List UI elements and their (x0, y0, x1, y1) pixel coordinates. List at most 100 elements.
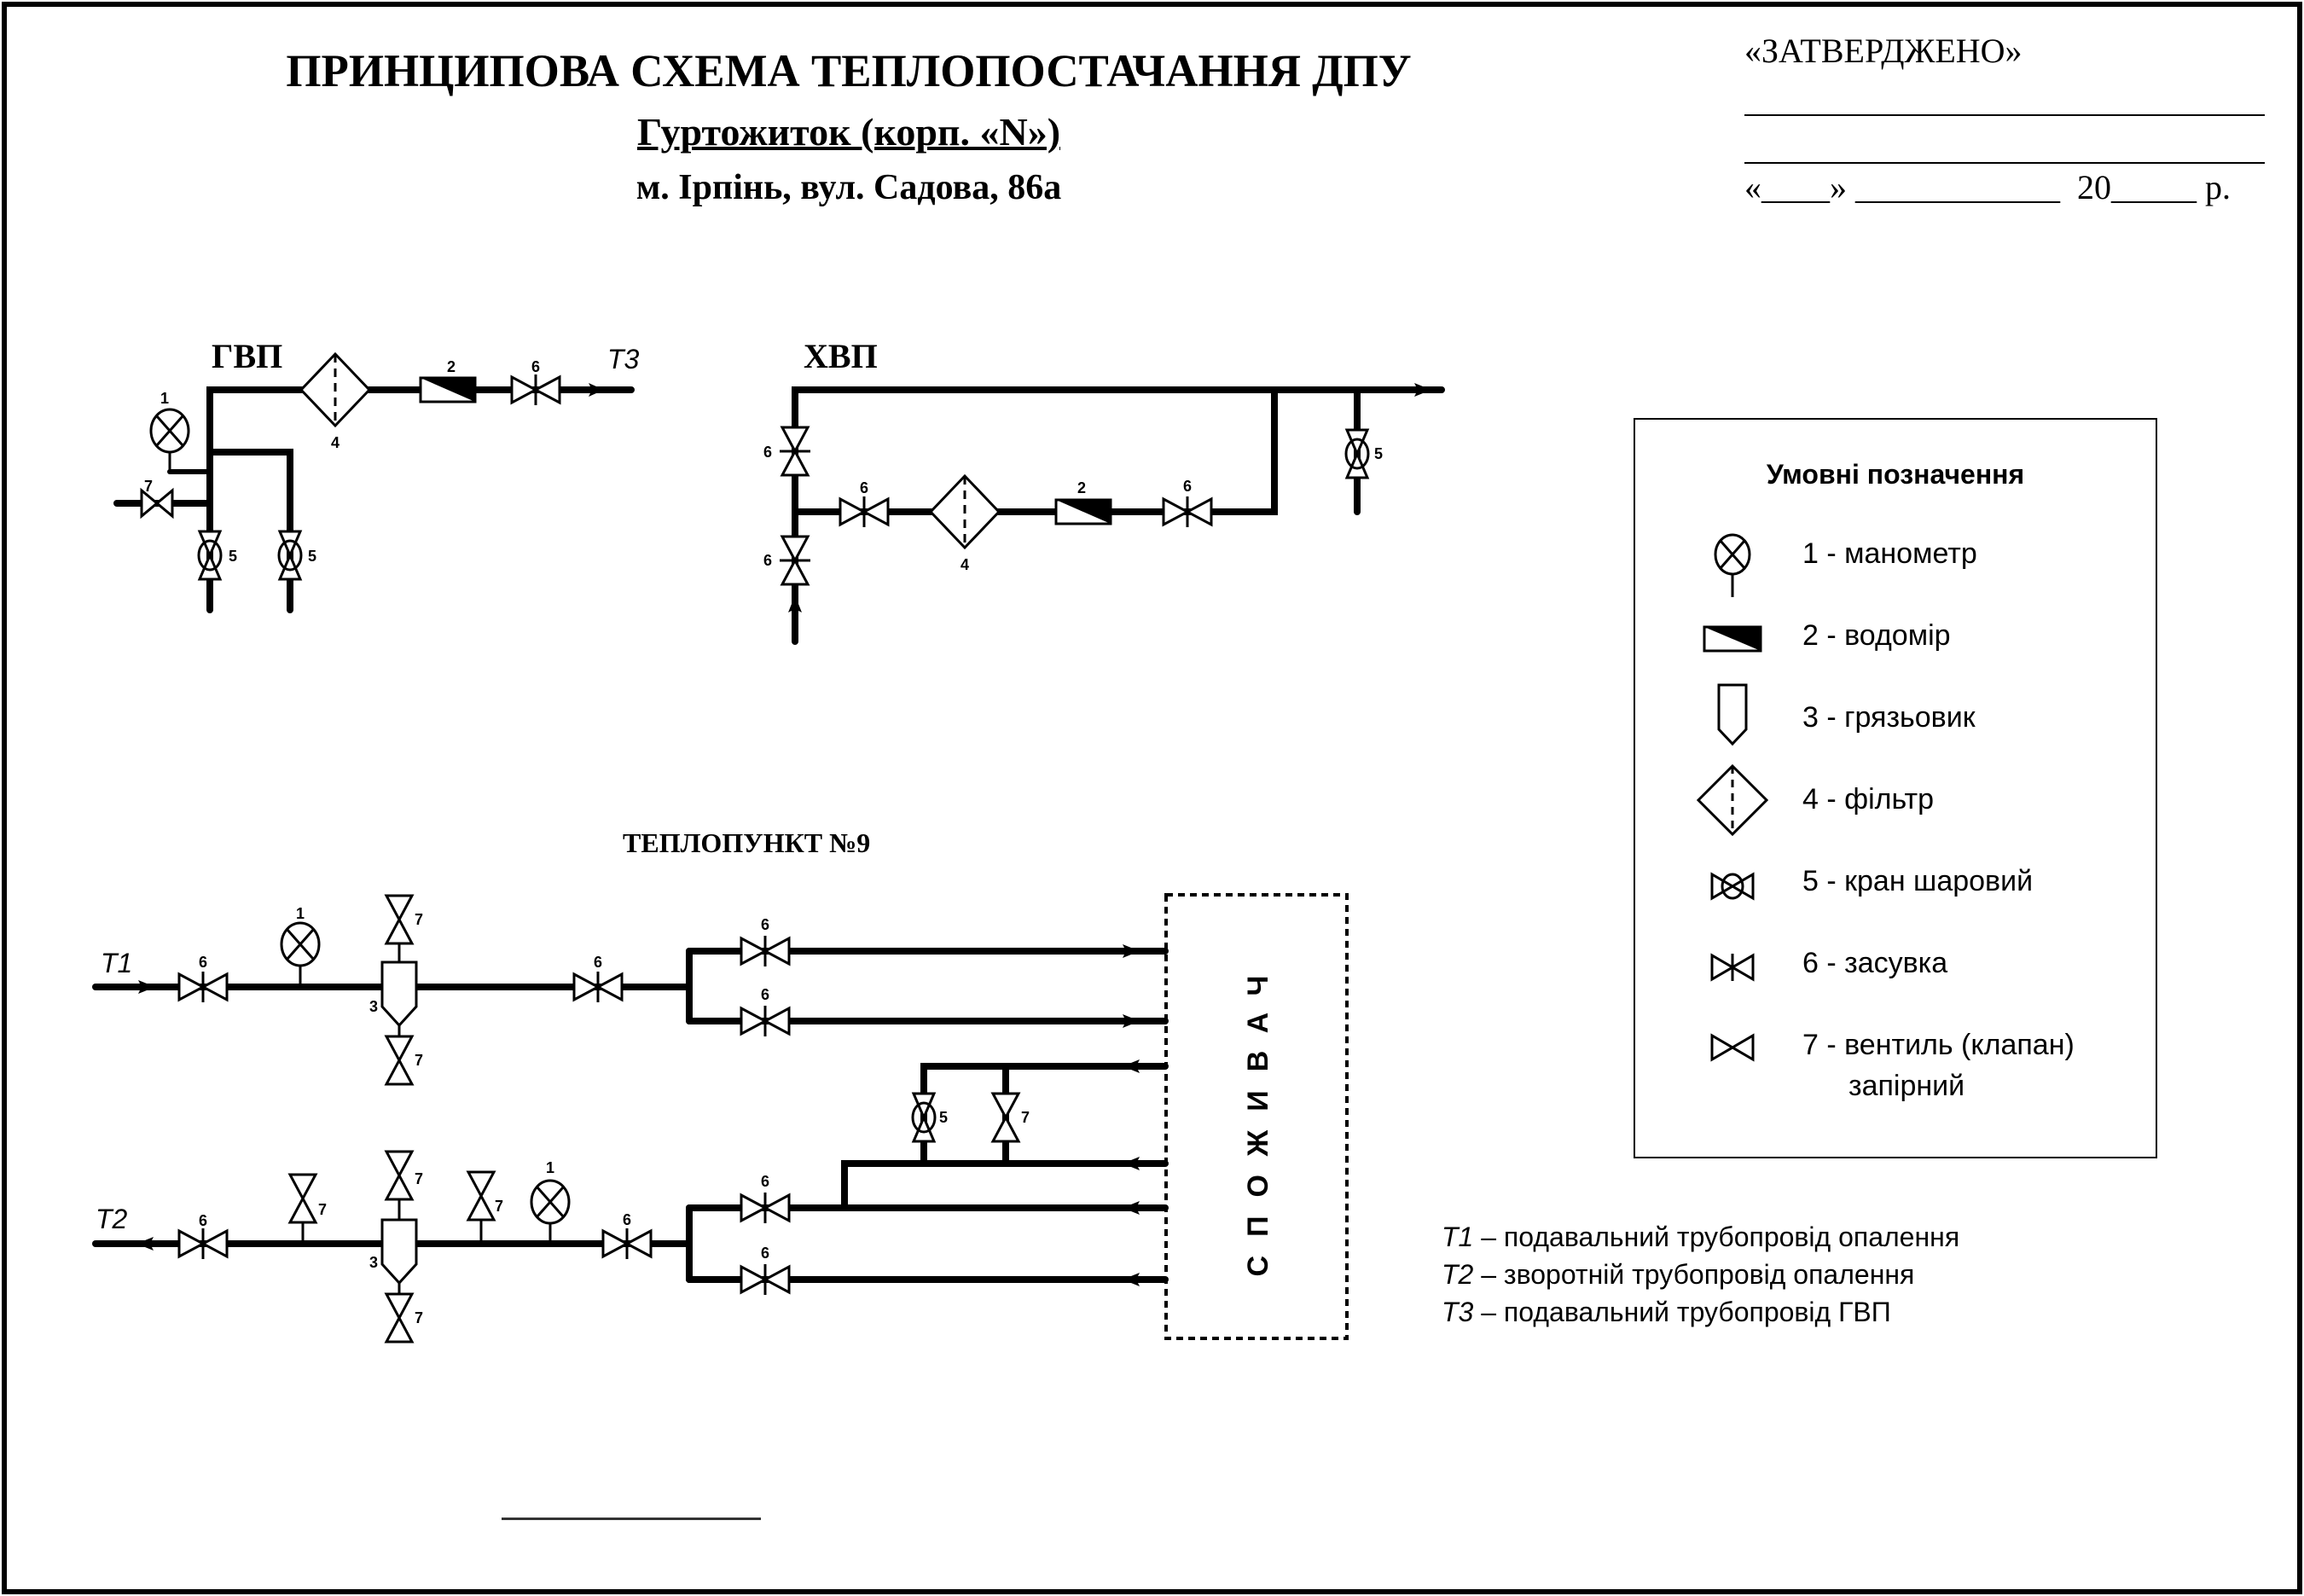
manometer-icon (1714, 533, 1751, 597)
shutoff-valve-icon (385, 1035, 414, 1086)
component-number: 5 (229, 548, 237, 565)
gate-valve-icon (177, 1227, 229, 1261)
approval-date-line: «____» ____________ 20_____ р. (1744, 168, 2231, 206)
note-code: T1 (1442, 1222, 1474, 1252)
approval-signature-line (1744, 114, 2265, 116)
note-code: T3 (1442, 1297, 1474, 1327)
component-number: 6 (860, 479, 868, 496)
component-number: 7 (1021, 1109, 1030, 1126)
gate-valve-icon (740, 1004, 791, 1038)
filter-icon (929, 474, 1001, 549)
component-number: 6 (199, 954, 207, 971)
gate-valve-icon (1710, 953, 1755, 982)
component-number: 3 (369, 998, 378, 1015)
component-number: 7 (495, 1198, 503, 1215)
note-t2: T2 – зворотній трубопровід опалення (1442, 1256, 1959, 1293)
component-number: 7 (318, 1201, 327, 1218)
hot-water-main-pipe (206, 386, 635, 613)
component-number: 1 (296, 905, 305, 922)
component-number: 6 (761, 1245, 769, 1262)
building-name: Гуртожиток (корп. «N») (636, 110, 1061, 154)
shutoff-valve-icon (991, 1092, 1020, 1143)
flow-arrow-icon (1123, 1273, 1140, 1286)
component-number: 6 (1183, 478, 1192, 495)
gate-valve-icon (601, 1227, 653, 1261)
flow-arrow-icon (1123, 1201, 1140, 1215)
component-number: 6 (763, 444, 772, 461)
address: м. Ірпінь, вул. Садова, 86а (635, 168, 1062, 207)
shutoff-valve-icon (288, 1173, 317, 1224)
component-number: 6 (763, 552, 772, 569)
gate-valve-icon (510, 373, 561, 407)
gate-valve-icon (177, 970, 229, 1004)
consumer-box (1164, 893, 1349, 1340)
flow-arrow-icon (1414, 383, 1431, 397)
pipe-label-t2: T2 (96, 1204, 128, 1234)
manometer-icon (149, 408, 190, 454)
component-number: 6 (761, 1173, 769, 1190)
flow-arrow-icon (1123, 1014, 1140, 1028)
component-number: 5 (939, 1109, 948, 1126)
flow-arrow-icon (1123, 1157, 1140, 1170)
ball-valve-icon (1710, 872, 1755, 901)
pipe-notes: T1 – подавальний трубопровід опалення T2… (1442, 1218, 1959, 1331)
component-number: 6 (623, 1211, 631, 1228)
gate-valve-icon (778, 535, 812, 586)
pipe-label-t3: T3 (607, 344, 640, 374)
flow-arrow-icon (1123, 1059, 1140, 1073)
legend-item-gate-valve: 6 - засувка (1802, 947, 1948, 979)
component-number: 1 (160, 390, 169, 407)
mud-trap-icon (380, 1218, 418, 1285)
gate-valve-icon (572, 970, 624, 1004)
flow-arrow-icon (1123, 944, 1140, 958)
gate-valve-icon (740, 1262, 791, 1297)
water-meter-icon (419, 376, 477, 403)
hot-water-section (113, 386, 635, 613)
legend-item-shutoff-valve-cont: запірний (1848, 1070, 1965, 1102)
ball-valve-icon (277, 530, 303, 581)
component-number: 5 (1374, 445, 1383, 462)
component-number: 3 (369, 1254, 378, 1271)
component-number: 6 (594, 954, 602, 971)
legend-item-mud-trap: 3 - грязьовик (1802, 701, 1976, 734)
filter-icon (1696, 763, 1769, 837)
section-label-hot-water: ГВП (212, 337, 283, 375)
legend-symbols (1696, 533, 1769, 1062)
manometer-icon (530, 1179, 571, 1225)
component-number: 6 (761, 986, 769, 1003)
component-number: 7 (415, 1052, 423, 1069)
shutoff-valve-icon (467, 1170, 496, 1222)
flow-arrow-icon (788, 595, 802, 612)
component-number: 1 (546, 1159, 554, 1176)
flow-arrow-icon (589, 383, 604, 397)
component-number: 7 (415, 1170, 423, 1187)
manometer-icon (280, 921, 321, 967)
filter-icon (299, 352, 371, 427)
gate-valve-icon (839, 495, 890, 529)
gate-valve-icon (778, 426, 812, 477)
hot-water-branch-pipe (206, 449, 293, 613)
page-subtitle: Гуртожиток (корп. «N») (171, 109, 1527, 154)
legend-item-filter: 4 - фільтр (1802, 783, 1935, 815)
component-number: 5 (308, 548, 316, 565)
ball-valve-icon (1344, 428, 1370, 479)
flow-arrow-icon (136, 1237, 154, 1251)
legend-item-shutoff-valve: 7 - вентиль (клапан) (1802, 1029, 2075, 1061)
flow-arrow-icon (138, 980, 155, 994)
note-text: – зворотній трубопровід опалення (1473, 1259, 1915, 1290)
water-meter-icon (1054, 498, 1112, 525)
component-number: 7 (144, 478, 153, 495)
component-number: 4 (331, 434, 340, 451)
legend-item-water-meter: 2 - водомір (1802, 619, 1951, 652)
component-number: 4 (960, 556, 969, 573)
signature-line (502, 1518, 761, 1520)
pipe-label-t1: T1 (101, 948, 132, 978)
shutoff-valve-icon (1710, 1033, 1755, 1062)
section-label-heat-point: ТЕПЛОПУНКТ №9 (623, 827, 871, 858)
gate-valve-icon (740, 1191, 791, 1225)
mud-trap-icon (380, 961, 418, 1027)
note-t1: T1 – подавальний трубопровід опалення (1442, 1218, 1959, 1256)
consumer-label: СПОЖИВАЧ (1242, 957, 1274, 1277)
